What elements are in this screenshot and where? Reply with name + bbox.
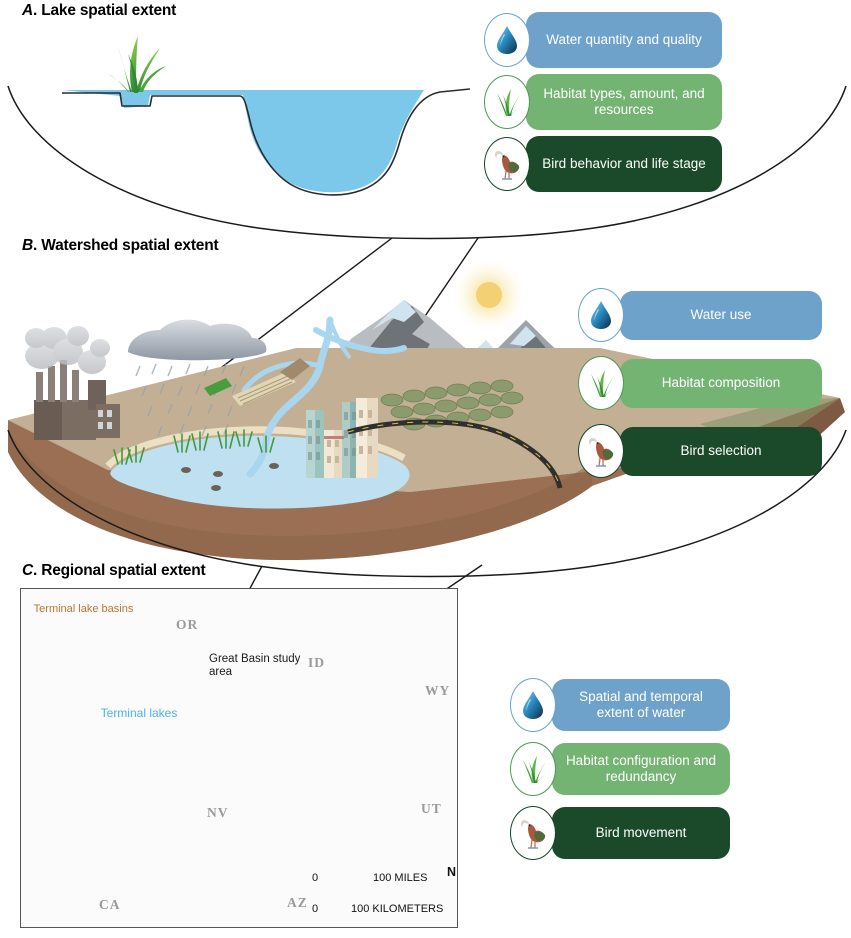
state-label-nv: NV: [207, 805, 229, 820]
agriculture-field: [204, 358, 310, 406]
indicator-label-habitat-b: Habitat composition: [620, 358, 822, 408]
indicator-row-habitat-a[interactable]: Habitat types, amount, and resources: [484, 74, 722, 130]
state-label-az: AZ: [287, 895, 308, 910]
indicator-label-water-b: Water use: [620, 290, 822, 340]
panel-letter-c: C: [22, 562, 33, 579]
indicator-row-bird-c[interactable]: Bird movement: [510, 806, 730, 860]
indicator-row-water-a[interactable]: Water quantity and quality: [484, 12, 722, 68]
cone-arc-a: [257, 227, 595, 240]
indicator-label-bird-c: Bird movement: [552, 807, 730, 859]
cone-right-a: [593, 85, 847, 229]
panel-a-lake-cross-section: [7, 36, 847, 240]
panel-title-text-b: . Watershed spatial extent: [33, 237, 219, 254]
scale-miles-zero: 0: [312, 872, 319, 884]
ibis-bird-icon: [578, 424, 624, 478]
indicator-label-habitat-a: Habitat types, amount, and resources: [526, 74, 722, 130]
ibis-bird-icon: [484, 137, 530, 191]
state-label-ut: UT: [421, 801, 442, 816]
panel-title-a: A. Lake spatial extent: [22, 2, 176, 20]
indicator-group-b: Water use Habitat composition: [578, 288, 822, 492]
map-annotation-terminal-lake-basins: Terminal lake basins: [33, 603, 134, 615]
indicator-row-habitat-c[interactable]: Habitat configuration and redundancy: [510, 742, 730, 796]
indicator-row-water-b[interactable]: Water use: [578, 288, 822, 342]
indicator-label-water-a: Water quantity and quality: [526, 12, 722, 68]
indicator-label-bird-a: Bird behavior and life stage: [526, 136, 722, 192]
lake-water: [62, 90, 424, 193]
map-annotation-study-area: Great Basin study area: [209, 653, 301, 678]
water-drop-icon: [484, 13, 530, 67]
indicator-row-bird-b[interactable]: Bird selection: [578, 424, 822, 478]
indicator-row-habitat-b[interactable]: Habitat composition: [578, 356, 822, 410]
rain-cloud-icon: [128, 319, 267, 437]
state-label-ca: CA: [99, 897, 121, 912]
cone-left-a: [7, 85, 259, 229]
grass-icon: [578, 356, 624, 410]
wetland-grass: [113, 429, 275, 465]
cone-left-b: [7, 429, 259, 567]
lake-bed-line: [62, 88, 471, 196]
scale-km-max: 100 KILOMETERS: [351, 903, 444, 915]
indicator-label-habitat-c: Habitat configuration and redundancy: [552, 743, 730, 795]
indicator-row-water-c[interactable]: Spatial and temporal extent of water: [510, 678, 730, 732]
cone-arc-b: [257, 565, 595, 578]
panel-title-text-c: . Regional spatial extent: [33, 562, 206, 579]
indicator-label-water-c: Spatial and temporal extent of water: [552, 679, 730, 731]
water-drop-icon: [578, 288, 624, 342]
ibis-bird-icon: [510, 806, 556, 860]
scale-km-zero: 0: [312, 903, 319, 915]
map-annotation-terminal-lakes: Terminal lakes: [100, 706, 178, 720]
state-label-id: ID: [308, 655, 326, 670]
north-arrow-label: N: [447, 865, 457, 879]
panel-title-text-a: . Lake spatial extent: [33, 2, 177, 19]
river: [246, 316, 334, 478]
indicator-group-c: Spatial and temporal extent of water Hab…: [510, 678, 730, 870]
regional-map[interactable]: Terminal lake basins Terminal lakes Grea…: [20, 588, 458, 928]
state-label-wy: WY: [425, 683, 451, 698]
water-drop-icon: [510, 678, 556, 732]
rain-drops: [135, 363, 245, 437]
indicator-group-a: Water quantity and quality Habitat types…: [484, 12, 722, 198]
scale-miles-max: 100 MILES: [373, 872, 428, 884]
shoreline-grass-icon: [108, 36, 166, 93]
cone-right-b: [593, 429, 847, 567]
watershed-soil-body: [8, 398, 840, 560]
panel-title-c: C. Regional spatial extent: [22, 562, 206, 580]
panel-title-b: B. Watershed spatial extent: [22, 237, 219, 255]
indicator-label-bird-b: Bird selection: [620, 426, 822, 476]
state-label-or: OR: [176, 617, 199, 632]
grass-icon: [484, 75, 530, 129]
panel-letter-a: A: [22, 2, 33, 19]
mountain-snow: [372, 300, 416, 330]
smoke-plumes: [25, 326, 110, 374]
grass-icon: [510, 742, 556, 796]
panel-letter-b: B: [22, 237, 33, 254]
city-buildings: [306, 398, 378, 478]
factory-icon: [25, 326, 120, 440]
indicator-row-bird-a[interactable]: Bird behavior and life stage: [484, 136, 722, 192]
